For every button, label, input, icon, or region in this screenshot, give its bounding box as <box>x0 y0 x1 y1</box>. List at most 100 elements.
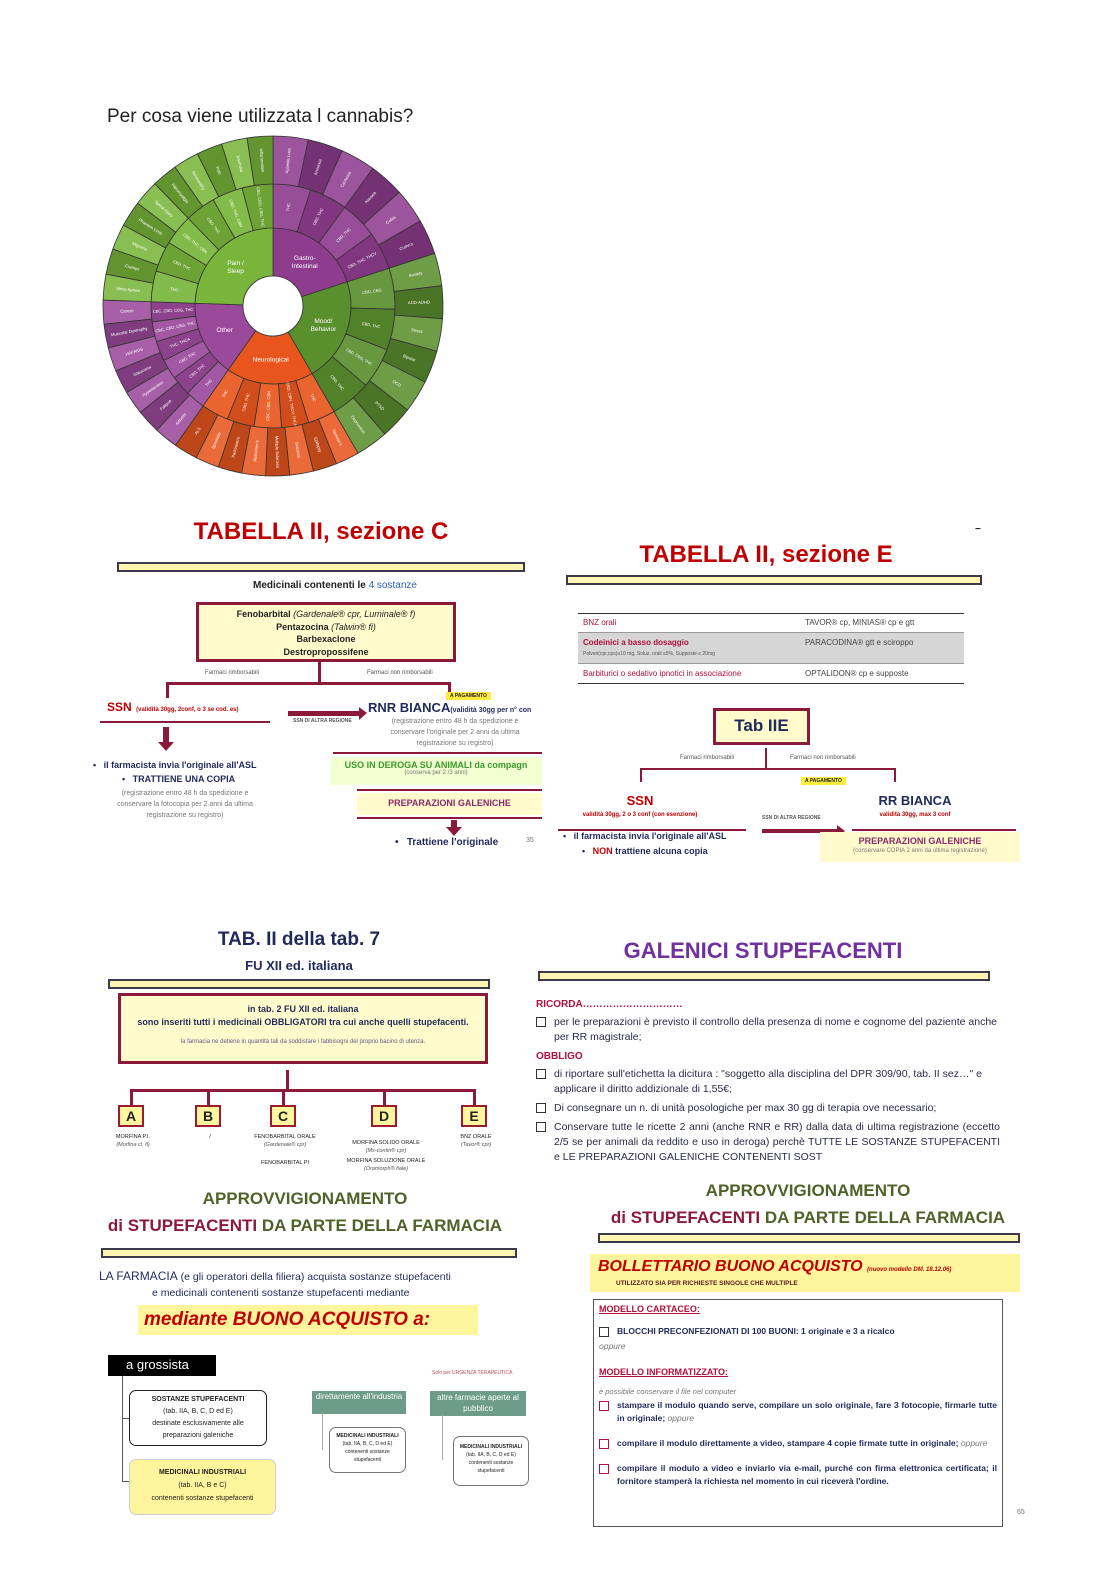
slide-c-subtitle: Medicinali contenenti le 4 sostanze <box>200 580 470 591</box>
checkbox-icon <box>599 1463 609 1474</box>
drug-item: FENOBARBITAL PI <box>230 1159 340 1167</box>
wheel-condition-label: Parkinson's <box>230 436 240 458</box>
bollettario-heading: BOLLETTARIO BUONO ACQUISTO (nuovo modell… <box>598 1258 951 1276</box>
table-cell-class: Codeinici a basso dosaggio <box>583 638 689 647</box>
checkbox-icon <box>536 1069 546 1079</box>
tree-line <box>322 1413 323 1450</box>
wheel-category-label: Sleep <box>227 268 244 275</box>
galeniche-box: PREPARAZIONI GALENICHE (conservare COPIA… <box>820 832 1020 862</box>
galeniche-box: PREPARAZIONI GALENICHE <box>357 793 542 815</box>
sostanze-box: SOSTANZE STUPEFACENTI (tab. IIA, B, C, D… <box>129 1390 267 1446</box>
tree-branch <box>122 1481 130 1482</box>
dash-mark: − <box>975 524 981 535</box>
obbligo-item: Di consegnare un n. di unità posologiche… <box>536 1101 1000 1116</box>
ssn-label: SSN <box>626 793 654 808</box>
galenici-body: RICORDA………………………… per le preparazioni è … <box>536 997 1000 1160</box>
branch-label-left: Farmaci rimborsabili <box>205 670 260 676</box>
table-cell-drug: OPTALIDON® cp e supposte <box>805 669 909 678</box>
text-line: registrazione su registro) <box>416 740 494 747</box>
tab-iie-box: Tab IIE <box>713 708 810 745</box>
box-line: SOSTANZE STUPEFACENTI <box>151 1396 245 1403</box>
buono-acquisto-band: mediante BUONO ACQUISTO a: <box>138 1305 478 1335</box>
wheel-condition-label: Inflammation <box>259 148 266 173</box>
approv-title-2: di STUPEFACENTI DA PARTE DELLA FARMACIA <box>590 1208 1026 1228</box>
intro-emph: LA FARMACIA <box>99 1269 178 1283</box>
wheel-category-label: Behavior <box>311 326 337 333</box>
box-line: MEDICINALI INDUSTRIALI <box>459 1444 523 1450</box>
rr-note: validità 30gg, max 3 conf <box>879 812 951 818</box>
bracket-line <box>640 768 896 770</box>
box-line: stupefacenti <box>354 1457 381 1463</box>
galenici-title: GALENICI STUPEFACENTI <box>623 938 903 963</box>
industria-label: direttamente all'industria <box>312 1391 406 1414</box>
bullet-text: trattiene alcuna copia <box>612 846 708 856</box>
e-bullet-1: • il farmacista invia l'originale all'AS… <box>563 831 727 841</box>
checkbox-icon <box>599 1326 609 1337</box>
tree-branch <box>207 1089 210 1105</box>
obbligo-item: di riportare sull'etichetta la dicitura … <box>536 1067 1000 1097</box>
box-line: in tab. 2 FU XII ed. italiana <box>247 1004 359 1014</box>
wheel-condition-label: Multiple Sclerosis <box>274 436 280 469</box>
wheel-condition-label: Muscular Dystrophy <box>111 326 149 338</box>
divider <box>357 817 542 819</box>
galeniche-label: PREPARAZIONI GALENICHE <box>858 836 982 846</box>
wheel-compound-label: THC <box>285 203 291 212</box>
wheel-condition-label: Epilepsy <box>313 437 323 454</box>
item-text: compilare il modulo direttamente a video… <box>617 1437 959 1448</box>
rnr-label: RNR BIANCA <box>368 700 451 715</box>
text-line: conservare l'originale per 2 anni da ult… <box>390 729 520 736</box>
table-letter-c: C <box>270 1105 296 1127</box>
a-pagamento-tag: A PAGAMENTO <box>801 777 846 785</box>
intro-line-1: LA FARMACIA (e gli operatori della filie… <box>99 1269 451 1283</box>
ssn-label: SSN <box>107 700 132 714</box>
branch-label-right: Farmaci non rimborsabili <box>790 755 856 761</box>
box-line: stupefacenti <box>477 1468 505 1474</box>
title-bar <box>117 562 525 572</box>
intro-text: (e gli operatori della filiera) acquista… <box>177 1271 451 1283</box>
altre-farmacie-label: altre farmacie aperte al pubblico <box>430 1391 526 1416</box>
cartaceo-heading: MODELLO CARTACEO: <box>599 1304 700 1314</box>
deroga-note: (conserva per 2 /3 anni) <box>404 770 468 776</box>
left-text: (registrazione entro 48 h da spedizione … <box>95 788 275 821</box>
box-line: la farmacia ne detiene in quantità tali … <box>180 1039 426 1045</box>
item-text: compilare il modulo a video e inviarlo v… <box>617 1462 997 1486</box>
drug-name: MORFINA SOLIDO ORALE <box>352 1140 420 1146</box>
left-bullet-2: • TRATTIENE UNA COPIA <box>122 774 236 784</box>
wheel-condition-label: Alzheimer's <box>252 440 259 462</box>
bracket-line <box>166 682 450 685</box>
info-item: compilare il modulo a video e inviarlo v… <box>599 1462 997 1488</box>
box-line: MEDICINALI INDUSTRIALI <box>336 1433 399 1439</box>
drug-item: / <box>155 1133 265 1141</box>
subtitle-highlight: 4 sostanze <box>368 580 417 591</box>
rnr-text: (registrazione entro 48 h da spedizione … <box>370 716 540 749</box>
tab7-title: TAB. II della tab. 7 <box>217 929 381 950</box>
box-line: (tab. IIA, B, C, D ed E) <box>466 1452 516 1458</box>
drug-name: MORFINA SOLUZIONE ORALE <box>346 1158 426 1164</box>
drug-brand: (Oramorph® fiale) <box>363 1166 409 1172</box>
arrow-label: SSN DI ALTRA REGIONE <box>293 718 352 724</box>
a-pagamento-tag: A PAGAMENTO <box>446 692 491 700</box>
substance-line: Pentazocina (Talwin® fi) <box>199 621 453 634</box>
title-rest: DA PARTE DELLA FARMACIA <box>760 1208 1006 1227</box>
urgenza-note: Solo per URGENZA TERAPEUTICA <box>432 1370 513 1376</box>
substance-brand: (Talwin® fi) <box>331 621 376 632</box>
item-tail: oppure <box>665 1412 695 1423</box>
wheel-condition-label: PTSD <box>374 400 386 411</box>
box-line: destinate esclusivamente alle <box>152 1420 244 1427</box>
galeniche-note: (conservare COPIA 2 anni da ultima regis… <box>853 848 987 854</box>
wheel-condition-label: Spasticity <box>210 430 222 449</box>
table-letter-b: B <box>195 1105 221 1127</box>
drug-item: MORFINA SOLIDO ORALE (Ms-contin® cpr) <box>331 1139 441 1155</box>
left-bullet-1: • il farmacista invia l'originale all'AS… <box>93 760 257 770</box>
wheel-center-hole <box>242 275 304 337</box>
bracket-right <box>894 768 896 782</box>
wheel-compound-label: THC <box>204 378 213 388</box>
deroga-label: USO IN DEROGA SU ANIMALI da compagn <box>344 760 528 770</box>
substance-name: Pentazocina <box>276 621 332 632</box>
drug-brand: (Ms-contin® cpr) <box>365 1148 407 1154</box>
wheel-compound-label: CBC, CBD, CBG, THC <box>256 186 266 227</box>
checkbox-icon <box>599 1438 609 1449</box>
drug-item: MORFINA SOLUZIONE ORALE (Oramorph® fiale) <box>331 1157 441 1173</box>
wheel-compound-label: THC <box>170 286 179 292</box>
